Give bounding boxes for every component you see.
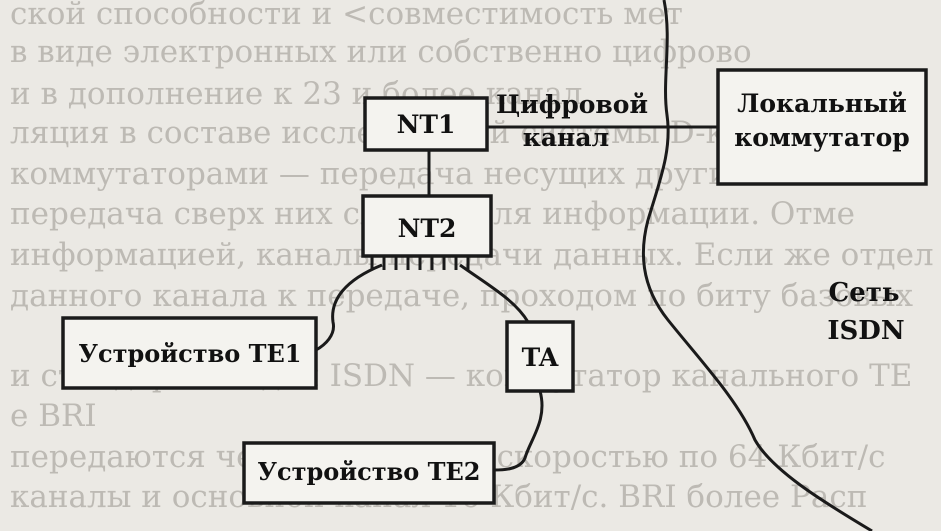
switch-label-line1: Локальный xyxy=(737,89,907,118)
nt2-te1-link xyxy=(315,263,383,352)
te1-label: Устройство TE1 xyxy=(79,339,302,368)
nt1-label: NT1 xyxy=(397,110,456,139)
local-switch-box: Локальный коммутатор xyxy=(716,68,928,186)
bg-line: е BRI xyxy=(10,398,97,434)
nt1-box: NT1 xyxy=(363,96,489,152)
te1-box: Устройство TE1 xyxy=(61,316,318,390)
ta-box: TA xyxy=(505,320,575,393)
nt2-label: NT2 xyxy=(398,214,457,243)
te2-box: Устройство TE2 xyxy=(242,441,496,505)
bg-line: данного канала к передаче, проходом по б… xyxy=(10,278,914,314)
channel-label-line1: Цифровой xyxy=(496,90,648,119)
nt2-ta-link xyxy=(459,263,530,323)
bg-line: в виде электронных или собственно цифров… xyxy=(10,34,752,70)
network-label-line2: ISDN xyxy=(827,316,904,346)
ta-label: TA xyxy=(522,343,559,372)
te2-label: Устройство TE2 xyxy=(258,457,481,486)
ta-te2-link xyxy=(493,390,544,472)
switch-label-line2: коммутатор xyxy=(734,123,910,152)
network-boundary-line xyxy=(641,0,873,531)
channel-label-line2: канал xyxy=(523,123,609,152)
bg-line: ской способности и <совместимость мет xyxy=(10,0,683,32)
nt2-box: NT2 xyxy=(361,194,493,258)
network-label-line1: Сеть xyxy=(829,278,900,308)
